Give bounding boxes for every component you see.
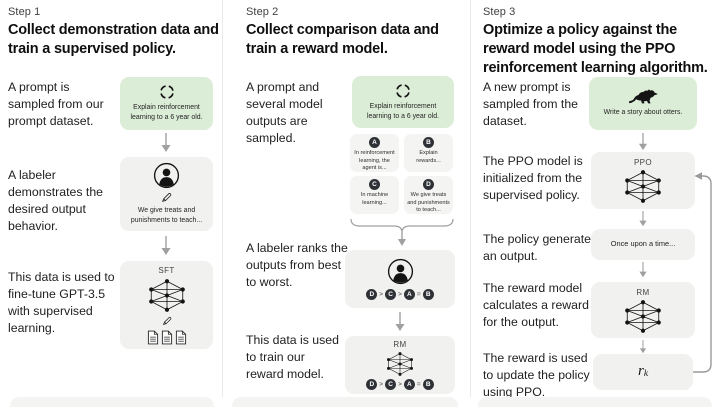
step-2-row-2-label: A labeler ranks the outputs from best to…: [246, 241, 348, 289]
step-2-row-3-label: This data is used to train our reward mo…: [246, 333, 339, 381]
arrow-down-icon: [637, 262, 649, 278]
arrow-down-icon: [160, 133, 172, 153]
arrow-down-icon: [394, 312, 406, 332]
output-option-a: A In reinforcement learning, the agent i…: [350, 134, 399, 172]
output-option-d: D We give treats and punishments to teac…: [404, 176, 453, 214]
rank-badge: D: [366, 379, 378, 390]
option-badge: C: [369, 179, 380, 190]
rank-separator: >: [379, 291, 384, 298]
neural-network-icon: [620, 170, 666, 203]
arrow-down-icon: [637, 133, 649, 151]
labeler-icon: [387, 258, 414, 285]
option-badge: D: [423, 179, 434, 190]
labeler-icon: [153, 162, 180, 189]
step-2-label: Step 2: [246, 6, 279, 18]
neural-network-icon: [620, 300, 666, 333]
ppo-model-title: PPO: [633, 158, 653, 167]
reward-subscript: k: [643, 369, 649, 379]
prompt-sample-box: Explain reinforcement learning to a 6 ye…: [352, 76, 454, 128]
reward-symbol: r: [637, 363, 644, 379]
column-divider: [470, 0, 471, 397]
reward-model-title: RM: [636, 287, 650, 297]
policy-output-text: Once upon a time...: [610, 239, 676, 249]
step-3-row-3-label: The policy generates an output.: [483, 232, 598, 263]
rank-badge: A: [403, 289, 415, 300]
step-3-row-4-label: The reward model calculates a reward for…: [483, 281, 589, 329]
document-icon: [175, 330, 187, 345]
output-option-c: C In machine learning...: [350, 176, 399, 214]
sft-model-box: SFT: [120, 261, 213, 349]
documents-row: [147, 330, 187, 345]
option-badge: B: [423, 137, 434, 148]
reward-value-box: r k: [593, 354, 693, 390]
column-divider: [222, 0, 223, 397]
output-option-b: B Explain rewards...: [404, 134, 453, 172]
prompt-sample-box: Write a story about otters.: [589, 77, 697, 130]
brace-arrow-icon: [349, 218, 455, 248]
step-1-row-2-label: A labeler demonstrates the desired outpu…: [8, 168, 104, 233]
reward-model-title: RM: [393, 340, 407, 349]
neural-network-icon: [144, 279, 190, 312]
rank-badge: A: [403, 379, 415, 390]
step-3-heading: Optimize a policy against the reward mod…: [483, 22, 708, 76]
prompt-sample-box: Explain reinforcement learning to a 6 ye…: [120, 77, 213, 130]
rank-separator: >: [398, 291, 402, 298]
next-section-edge: [232, 397, 458, 407]
step-3-row-1-label: A new prompt is sampled from the dataset…: [483, 80, 579, 128]
rank-badge: C: [385, 379, 397, 390]
option-text: In machine learning...: [360, 192, 389, 206]
rank-badge: C: [385, 289, 397, 300]
arrow-down-icon: [160, 236, 172, 256]
rank-badge: B: [422, 379, 434, 390]
prompt-text: Explain reinforcement learning to a 6 ye…: [366, 102, 439, 120]
rank-separator: =: [416, 381, 421, 388]
step-2-row-1-label: A prompt and several model outputs are s…: [246, 80, 323, 145]
labeler-demo-box: We give treats and punishments to teach.…: [120, 157, 213, 231]
policy-output-box: Once upon a time...: [591, 229, 695, 260]
step-1-label: Step 1: [8, 6, 41, 18]
next-section-edge: [478, 397, 712, 407]
step-3-label: Step 3: [483, 6, 516, 18]
arrow-down-icon: [637, 211, 649, 227]
prompt-text: Write a story about otters.: [603, 109, 683, 116]
labeler-ranking-box: D > C > A = B: [345, 250, 455, 308]
ppo-model-box: PPO: [591, 152, 695, 209]
reward-model-box: RM: [591, 282, 695, 338]
step-2-heading: Collect comparison data and train a rewa…: [246, 22, 439, 57]
rank-separator: >: [398, 381, 402, 388]
sampling-cycle-icon: [159, 84, 175, 100]
ranking-row: D > C > A = B: [366, 379, 434, 390]
rank-separator: =: [416, 291, 421, 298]
demonstration-text: We give treats and punishments to teach.…: [130, 207, 203, 224]
step-3-row-2-label: The PPO model is initialized from the su…: [483, 154, 583, 202]
neural-network-icon: [379, 352, 421, 376]
ranking-row: D > C > A = B: [366, 289, 434, 300]
sft-model-title: SFT: [158, 265, 175, 275]
prompt-text: Explain reinforcement learning to a 6 ye…: [130, 104, 203, 121]
step-1-row-3-label: This data is used to fine-tune GPT-3.5 w…: [8, 270, 115, 335]
rank-badge: B: [422, 289, 434, 300]
arrow-down-icon: [637, 340, 649, 354]
document-icon: [161, 330, 173, 345]
feedback-loop-arrow-icon: [691, 168, 717, 380]
step-1-row-1-label: A prompt is sampled from our prompt data…: [8, 80, 104, 128]
otter-icon: [628, 89, 658, 105]
pen-icon: [162, 316, 172, 326]
rank-separator: >: [379, 381, 384, 388]
option-text: In reinforcement learning, the agent is.…: [354, 150, 395, 172]
option-text: Explain rewards...: [416, 150, 441, 164]
pen-icon: [161, 192, 172, 203]
rank-badge: D: [366, 289, 378, 300]
step-3-row-5-label: The reward is used to update the policy …: [483, 351, 590, 399]
next-section-edge: [10, 397, 214, 407]
option-badge: A: [369, 137, 380, 148]
document-icon: [147, 330, 159, 345]
reward-model-box: RM D > C > A = B: [345, 336, 455, 394]
sampling-cycle-icon: [395, 83, 411, 99]
option-text: We give treats and punishments to teach.…: [407, 192, 450, 214]
step-1-heading: Collect demonstration data and train a s…: [8, 22, 219, 57]
